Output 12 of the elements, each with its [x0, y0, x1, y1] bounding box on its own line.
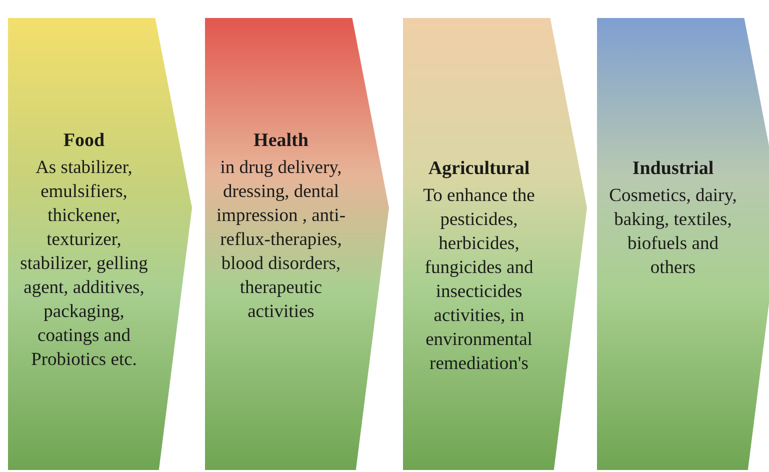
panel-text: Cosmetics, dairy, baking, textiles, biofuels and others [608, 185, 738, 280]
panel-heading: Food [63, 130, 105, 152]
panel-heading: Agricultural [428, 158, 530, 180]
chevron-panel [205, 18, 389, 470]
chevron-panel [597, 18, 769, 470]
panel-heading: Health [254, 130, 308, 152]
panel-text: To enhance the pesticides, herbicides, fungicides and insecticides activities, in environmental remediation's [422, 185, 536, 376]
panel-text: in drug delivery, dressing, dental impression , anti-reflux-therapies, blood disorders, therapeutic activities [216, 157, 346, 324]
panel-heading: Industrial [632, 158, 714, 180]
chevron-panel [8, 18, 192, 470]
chevron-panel [403, 18, 587, 470]
panel-text: As stabilizer, emulsifiers, thickener, texturizer, stabilizer, gelling agent, additives, packaging, coatings and Probiotics etc. [19, 157, 149, 372]
